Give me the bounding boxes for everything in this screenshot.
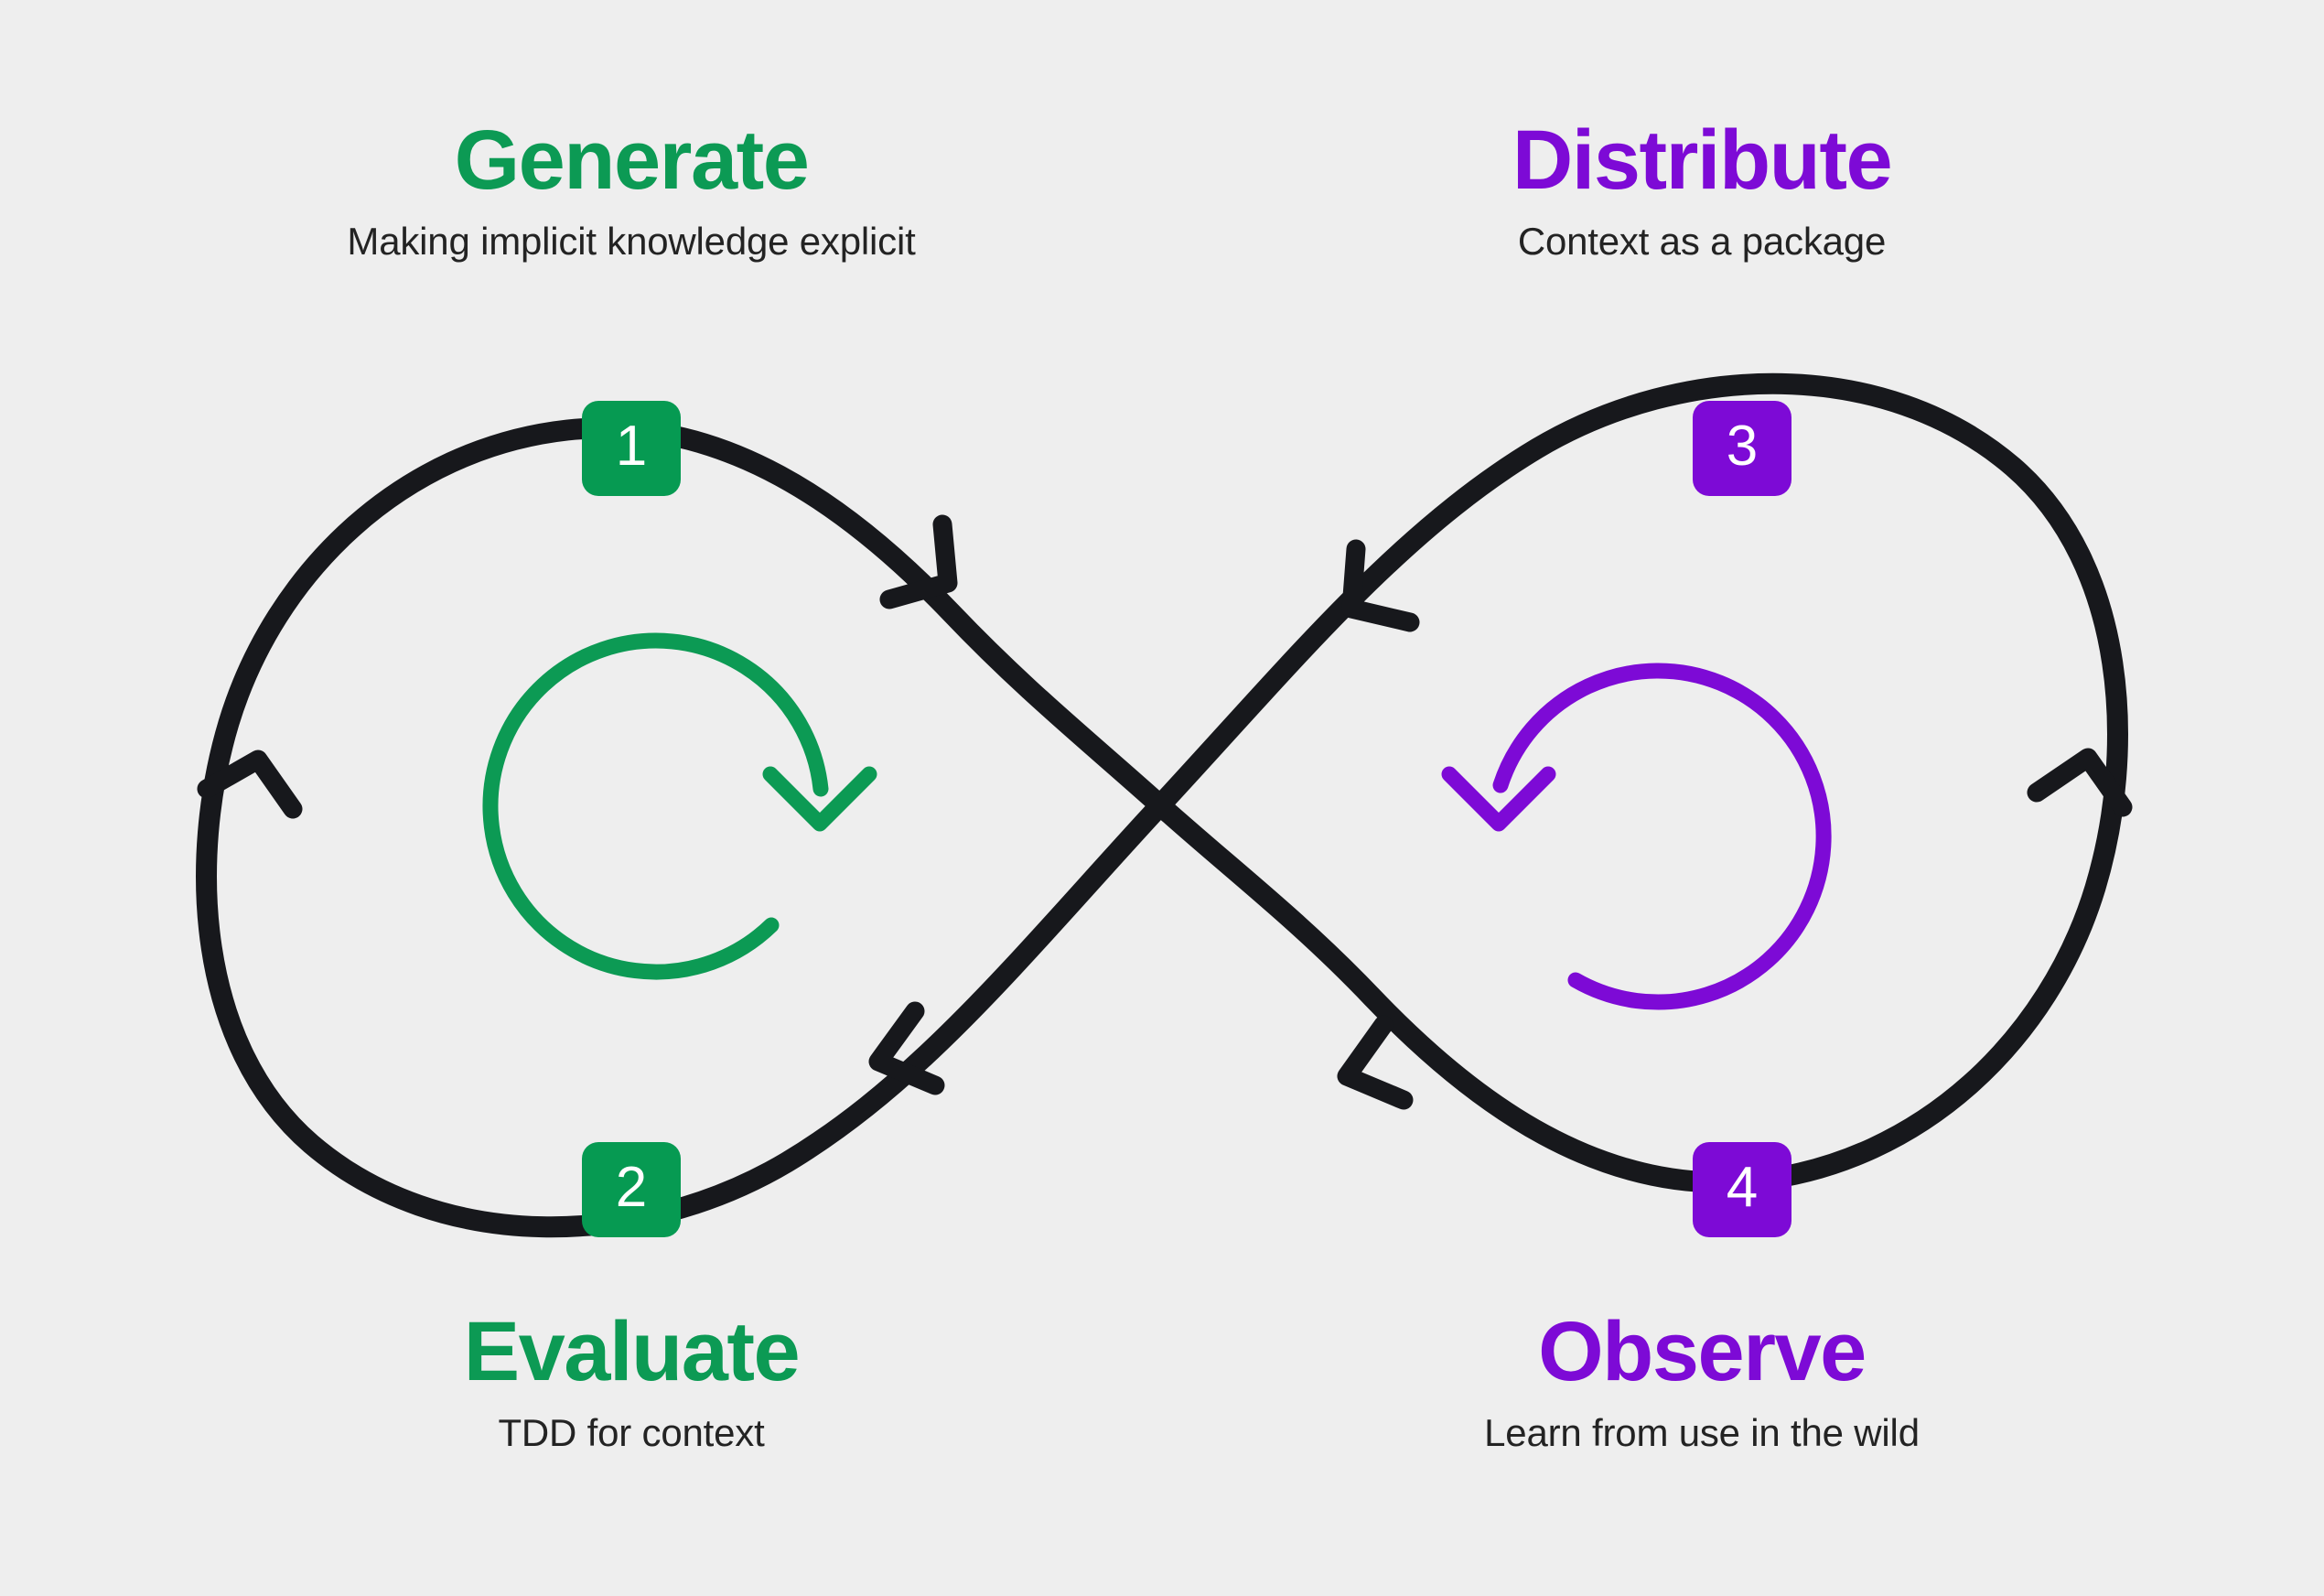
direction-arrowheads-group [197, 514, 2133, 1110]
arrowhead-left-outer [197, 749, 303, 819]
stage-subtitle-generate: Making implicit knowledge explicit [347, 219, 916, 263]
arrowhead-top-center-left [879, 514, 958, 609]
arrowhead-bottom-center-left [868, 1001, 945, 1095]
stage-label-evaluate: Evaluate TDD for context [82, 1305, 1180, 1457]
stage-badge-3-number: 3 [1726, 415, 1759, 478]
stage-subtitle-observe: Learn from use in the wild [1484, 1410, 1920, 1454]
right-cycle-arc [1492, 663, 1832, 1010]
left-cycle-arrowhead [762, 766, 877, 832]
stage-label-generate: Generate Making implicit knowledge expli… [82, 113, 1180, 265]
stage-title-generate: Generate [454, 113, 810, 207]
stage-label-observe: Observe Learn from use in the wild [1153, 1305, 2251, 1457]
stage-badge-4-number: 4 [1726, 1156, 1759, 1219]
stage-badge-3[interactable]: 3 [1693, 401, 1791, 496]
refresh-cycle-counterclockwise-icon [1441, 663, 1832, 1010]
stage-title-distribute: Distribute [1512, 113, 1893, 207]
right-cycle-arrowhead [1441, 766, 1556, 832]
arrowhead-top-center-right [1341, 539, 1420, 632]
stage-subtitle-distribute: Context as a package [1517, 219, 1887, 263]
stage-badge-2-number: 2 [615, 1156, 648, 1219]
infinity-path [196, 372, 2128, 1238]
stage-title-observe: Observe [1538, 1305, 1867, 1398]
arrowhead-bottom-center-right [1337, 1015, 1414, 1110]
left-cycle-arc [482, 632, 829, 980]
stage-badge-1[interactable]: 1 [582, 401, 681, 496]
stage-badge-2[interactable]: 2 [582, 1142, 681, 1237]
arrowhead-right-outer [2027, 748, 2133, 817]
refresh-cycle-clockwise-icon [482, 632, 877, 980]
infinity-path-group [196, 372, 2128, 1238]
stage-title-evaluate: Evaluate [463, 1305, 801, 1398]
stage-badge-1-number: 1 [615, 415, 648, 478]
stage-label-distribute: Distribute Context as a package [1153, 113, 2251, 265]
stage-badge-4[interactable]: 4 [1693, 1142, 1791, 1237]
stage-subtitle-evaluate: TDD for context [498, 1410, 765, 1454]
